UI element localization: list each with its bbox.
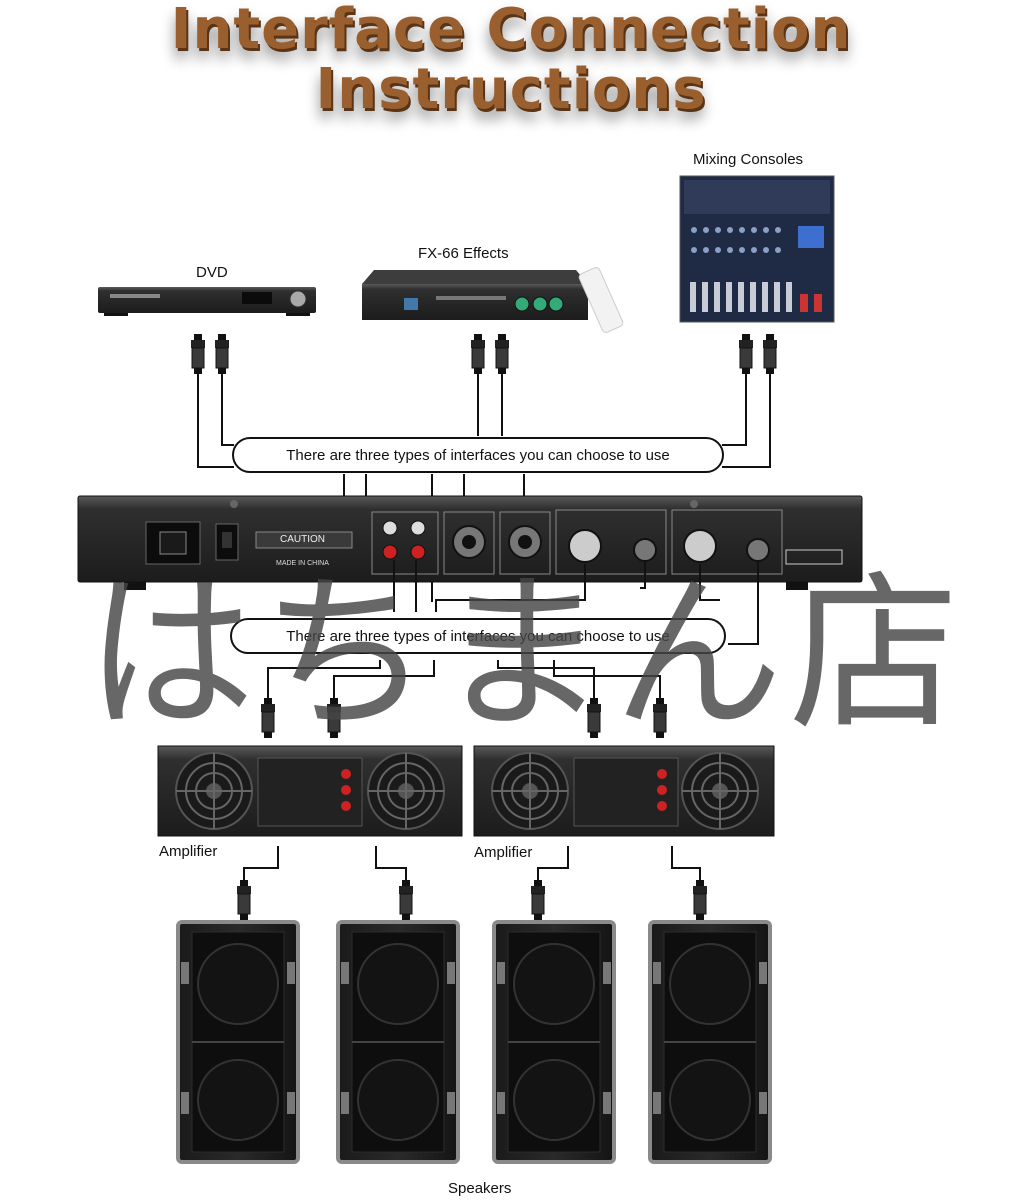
dvd-label: DVD [196, 264, 228, 281]
made-in-label: MADE IN CHINA [276, 560, 329, 567]
amplifier-right-image [473, 745, 775, 837]
effects-unit-image [362, 267, 624, 333]
mixing-console-image [679, 175, 835, 323]
amplifier-right-label: Amplifier [474, 844, 533, 861]
dvd-player-image [98, 287, 316, 316]
speaker-plugs [236, 879, 708, 921]
speakers-label: Speakers [448, 1180, 512, 1197]
output-wires [267, 560, 759, 698]
amplifier-left-label: Amplifier [159, 843, 218, 860]
speaker-wires [243, 846, 701, 880]
amplifier-plugs [260, 697, 668, 739]
interface-note-bottom: There are three types of interfaces you … [230, 618, 726, 654]
source-plugs [190, 333, 778, 375]
speakers-image [176, 920, 772, 1164]
amplifier-left-image [157, 745, 463, 837]
caution-label: CAUTION [280, 534, 325, 545]
mixer-label: Mixing Consoles [693, 151, 804, 168]
interface-note-top: There are three types of interfaces you … [232, 437, 724, 473]
processor-rear-panel-image [77, 495, 863, 590]
page-title: Interface Connection Instructions [170, 0, 852, 122]
effects-label: FX-66 Effects [418, 245, 509, 262]
